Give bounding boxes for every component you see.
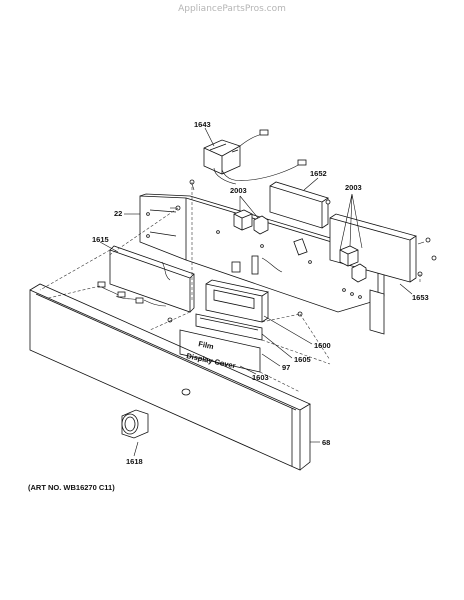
label-68: 68 (322, 438, 330, 447)
part-labels: 1643 1652 2003 2003 22 1615 1653 1600 16… (92, 120, 429, 466)
label-2003-left: 2003 (230, 186, 247, 195)
label-22: 22 (114, 209, 122, 218)
label-1603: 1603 (252, 373, 269, 382)
assembly-guide-lines (39, 182, 421, 393)
label-1615: 1615 (92, 235, 109, 244)
label-1653: 1653 (412, 293, 429, 302)
right-bracket-1653 (329, 213, 417, 335)
knob-1618 (121, 409, 149, 439)
label-2003-right: 2003 (345, 183, 362, 192)
rear-bracket-1652 (269, 181, 329, 229)
label-1605: 1605 (294, 355, 311, 364)
relay-right-2003 (339, 245, 367, 283)
transformer-1643 (203, 129, 307, 185)
front-panel-68 (29, 283, 311, 471)
leader-lines (99, 127, 413, 457)
label-1652: 1652 (310, 169, 327, 178)
label-1643: 1643 (194, 120, 211, 129)
relay-left-2003 (233, 209, 269, 235)
label-97: 97 (282, 363, 290, 372)
watermark: AppliancePartsPros.com (178, 4, 286, 14)
film-text: Film (198, 339, 215, 351)
label-1618: 1618 (126, 457, 143, 466)
display-board-1600 (205, 279, 270, 323)
label-1600: 1600 (314, 341, 331, 350)
art-number: (ART NO. WB16270 C11) (28, 483, 115, 492)
